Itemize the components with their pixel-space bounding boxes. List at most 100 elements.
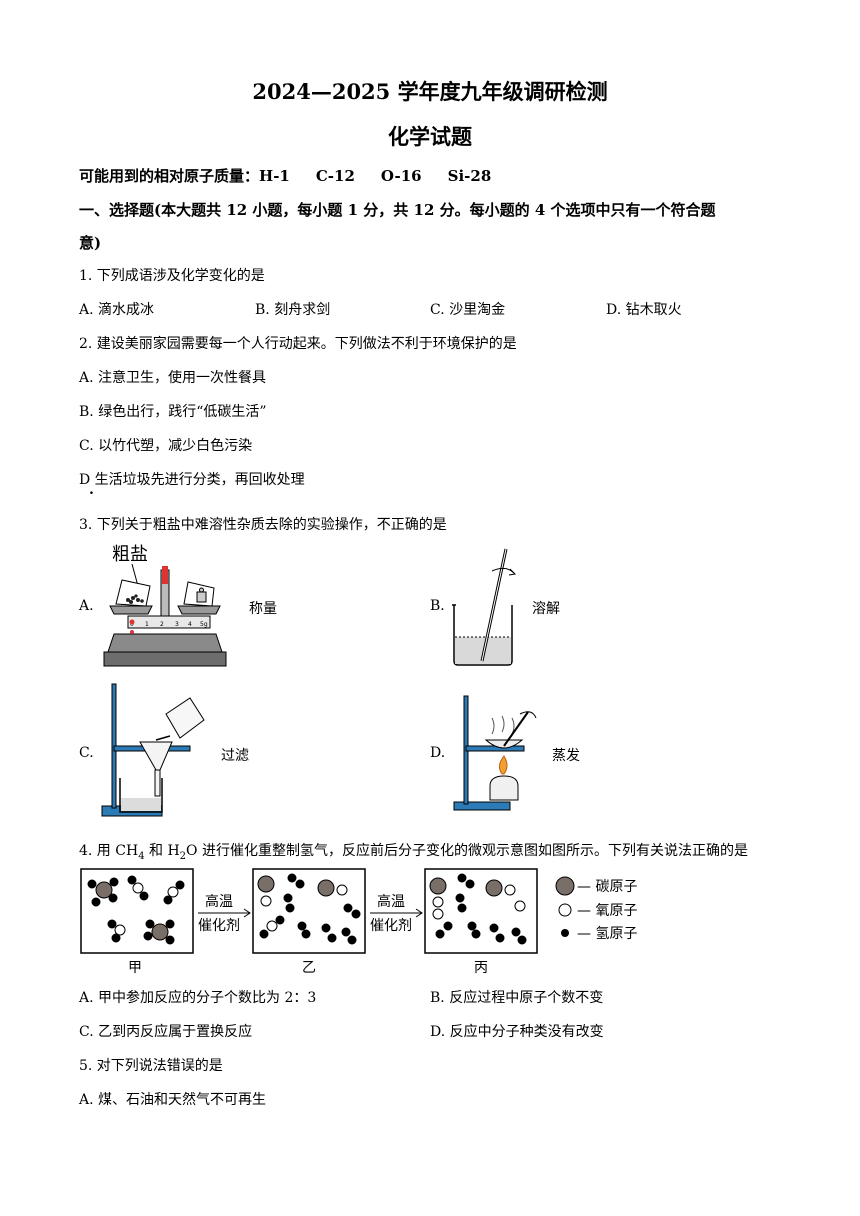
pouring-beaker xyxy=(165,697,205,739)
vapor xyxy=(491,715,515,735)
q1-option-b: B. 刻舟求剑 xyxy=(255,302,331,318)
atomic-mass-o: O-16 xyxy=(380,167,422,185)
balance-beam xyxy=(127,615,211,629)
atomic-mass-c: C-12 xyxy=(315,167,355,185)
legend-carbon-icon xyxy=(555,876,575,896)
evaporation-figure xyxy=(453,695,537,811)
right-pan xyxy=(177,605,221,615)
page-title: 2024—2025 学年度九年级调研检测 xyxy=(252,79,608,104)
q1-stem: 1. 下列成语涉及化学变化的是 xyxy=(79,268,265,284)
q3-option-a-label: 称量 xyxy=(249,601,277,617)
scale-4: 4 xyxy=(188,621,192,628)
q3-option-d-letter: D. xyxy=(430,745,446,761)
legend-hydrogen-icon xyxy=(561,929,569,937)
funnel xyxy=(139,741,173,771)
atomic-mass-si: Si-28 xyxy=(447,167,492,185)
filtrate xyxy=(121,798,161,811)
scale-3: 3 xyxy=(175,621,179,628)
stand-base-d xyxy=(453,801,511,811)
q2-stem: 2. 建设美丽家园需要每一个人行动起来。下列做法不利于环境保护的是 xyxy=(79,336,517,352)
q2-option-a: A. 注意卫生，使用一次性餐具 xyxy=(79,370,267,386)
atomic-mass-h: H-1 xyxy=(259,167,290,185)
scale-5: 5g xyxy=(200,621,208,628)
molecule-diagram: 高温 催化剂 高温 催化剂 甲 乙 丙 — 碳原子 — 氧原子 xyxy=(80,868,637,976)
q4-option-d: D. 反应中分子种类没有改变 xyxy=(430,1024,604,1040)
q3-option-b-label: 溶解 xyxy=(532,601,560,617)
q1-option-d: D. 钻木取火 xyxy=(606,302,682,318)
q4-stem-sub4: 4 xyxy=(138,850,145,862)
q3-option-c-letter: C. xyxy=(79,745,94,761)
box-jia xyxy=(80,868,194,954)
pour-rod xyxy=(155,735,171,741)
balance-pointer xyxy=(162,566,168,584)
page-subtitle: 化学试题 xyxy=(388,124,472,149)
section-heading-line1: 一、选择题(本大题共 12 小题，每小题 1 分，共 12 分。每小题的 4 个… xyxy=(79,201,716,219)
q3-option-c-label: 过滤 xyxy=(221,748,249,764)
left-paper xyxy=(115,579,151,607)
q1-option-c: C. 沙里淘金 xyxy=(430,302,506,318)
atomic-mass-label: 可能用到的相对原子质量： xyxy=(79,167,260,185)
q5-option-a: A. 煤、石油和天然气不可再生 xyxy=(79,1092,267,1108)
box-bing-molecules xyxy=(429,873,527,945)
rider xyxy=(129,619,135,625)
q4-stem-p1: 4. 用 CH xyxy=(79,843,139,859)
atomic-mass-line: 可能用到的相对原子质量：H-1 C-12 O-16 Si-28 xyxy=(79,165,491,186)
stir-rod-d xyxy=(503,711,529,747)
q4-option-b: B. 反应过程中原子个数不变 xyxy=(430,990,604,1006)
q4-option-c: C. 乙到丙反应属于置换反应 xyxy=(79,1024,253,1040)
left-pan xyxy=(109,605,153,615)
q2-option-b: B. 绿色出行，践行“低碳生活” xyxy=(79,404,267,420)
box-jia-molecules xyxy=(87,875,185,945)
box-yi-molecules xyxy=(257,873,361,945)
q3-option-b-letter: B. xyxy=(430,598,445,614)
beaker xyxy=(453,605,513,666)
q1-option-a: A. 滴水成冰 xyxy=(79,302,155,318)
zero-mark xyxy=(130,630,134,634)
q4-option-a: A. 甲中参加反应的分子个数比为 2：3 xyxy=(79,990,317,1006)
legend-hydrogen-label: — 氢原子 xyxy=(577,926,637,942)
q3-option-d-label: 蒸发 xyxy=(552,748,580,764)
q4-stem-sub2: 2 xyxy=(179,850,187,862)
iron-ring xyxy=(465,745,525,752)
funnel-stem xyxy=(154,769,161,797)
q2-option-d: D 生活垃圾先进行分类，再回收处理 xyxy=(79,472,305,488)
salt-pile xyxy=(126,594,144,604)
receiving-beaker xyxy=(119,778,163,813)
scale-2: 2 xyxy=(160,621,164,628)
box-label-bing: 丙 xyxy=(474,960,488,976)
weight xyxy=(196,591,207,603)
flame xyxy=(498,755,508,775)
alcohol-lamp xyxy=(489,775,519,801)
arrow2-top-label: 高温 xyxy=(377,893,405,910)
legend-oxygen-label: — 氧原子 xyxy=(577,903,637,919)
balance-foot xyxy=(103,651,227,667)
arrow1-bottom-label: 催化剂 xyxy=(198,918,240,934)
filtration-figure xyxy=(101,683,205,817)
stir-arrow-d xyxy=(519,711,537,719)
arrow1-head xyxy=(243,908,251,918)
section-heading-line2: 意) xyxy=(79,234,102,252)
arrow1-top-label: 高温 xyxy=(205,893,233,910)
weight-knob xyxy=(199,587,204,593)
dissolve-figure xyxy=(452,548,517,666)
balance-label: 粗盐 xyxy=(112,544,148,565)
balance-base xyxy=(107,633,223,653)
q4-stem-p2: 和 H xyxy=(144,843,180,859)
balance-figure: 粗盐 0 1 2 3 4 5g xyxy=(103,544,227,667)
evaporating-dish xyxy=(484,739,524,749)
q3-stem: 3. 下列关于粗盐中难溶性杂质去除的实验操作，不正确的是 xyxy=(79,517,447,533)
label-pointer xyxy=(131,563,139,587)
q5-stem: 5. 对下列说法错误的是 xyxy=(79,1058,223,1074)
scale-1: 1 xyxy=(145,621,149,628)
q2-dot: . xyxy=(89,482,94,498)
q4-stem: 4. 用 CH4 和 H2O 进行催化重整制氢气，反应前后分子变化的微观示意图如… xyxy=(79,840,748,862)
legend-oxygen-icon xyxy=(558,903,572,917)
arrow2-bottom-label: 催化剂 xyxy=(370,918,412,934)
legend-carbon-label: — 碳原子 xyxy=(577,879,637,895)
box-label-jia: 甲 xyxy=(128,960,142,976)
q2-option-c: C. 以竹代塑，减少白色污染 xyxy=(79,438,253,454)
q4-stem-p3: O 进行催化重整制氢气，反应前后分子变化的微观示意图如图所示。下列有关说法正确的… xyxy=(186,843,748,859)
q3-option-a-letter: A. xyxy=(79,598,94,614)
legend: — 碳原子 — 氧原子 — 氢原子 xyxy=(555,876,637,942)
box-label-yi: 乙 xyxy=(302,960,316,976)
